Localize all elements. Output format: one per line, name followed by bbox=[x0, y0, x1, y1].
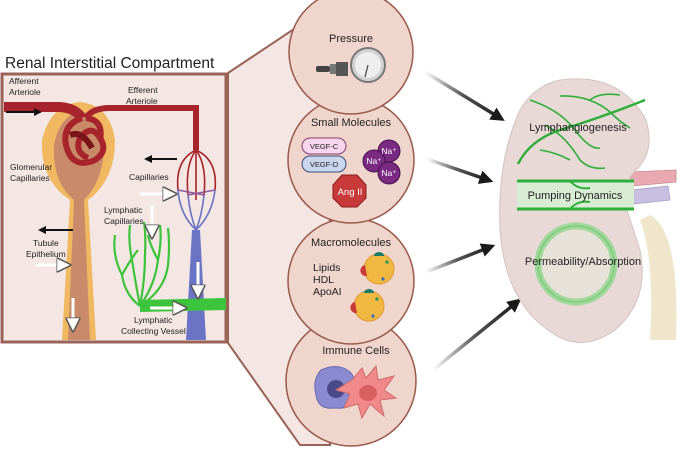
lipoprotein-icon bbox=[350, 252, 395, 322]
svg-text:Na⁺: Na⁺ bbox=[381, 146, 397, 156]
label-glomerular-capillaries-2: Capillaries bbox=[10, 173, 50, 183]
svg-text:VEGF-D: VEGF-D bbox=[310, 160, 339, 169]
effect-lymphangiogenesis: Lymphangiogenesis bbox=[529, 122, 627, 134]
lymphatic-network bbox=[516, 93, 646, 170]
lymphatic-collecting-vessel bbox=[140, 298, 226, 312]
arrow-small-molecules-to-kidney bbox=[426, 157, 494, 184]
immune-cells-icon bbox=[314, 364, 398, 420]
label-efferent-arteriole-2: Arteriole bbox=[126, 96, 158, 106]
factor-title-small-molecules: Small Molecules bbox=[311, 117, 392, 129]
label-lymphatic-collecting: Lymphatic bbox=[134, 315, 173, 325]
macromolecule-lipids: Lipids bbox=[313, 262, 340, 274]
factor-title-pressure: Pressure bbox=[329, 33, 373, 45]
svg-text:Na⁺: Na⁺ bbox=[366, 156, 382, 166]
label-glomerular-capillaries: Glomerular bbox=[10, 162, 52, 172]
pumping-vessel bbox=[517, 179, 634, 211]
label-tubule-epithelium-2: Epithelium bbox=[26, 249, 66, 259]
effect-pumping-dynamics: Pumping Dynamics bbox=[528, 190, 623, 202]
macromolecule-hdl: HDL bbox=[313, 274, 334, 286]
label-afferent-arteriole: Afferent bbox=[9, 76, 39, 86]
svg-text:Na⁺: Na⁺ bbox=[381, 168, 397, 178]
circle-pressure bbox=[288, 0, 414, 115]
peritubular-capillaries bbox=[176, 149, 217, 231]
arrow-pressure-to-kidney bbox=[424, 70, 505, 121]
label-afferent-arteriole-2: Arteriole bbox=[9, 87, 41, 97]
compartment-title: Renal Interstitial Compartment bbox=[5, 55, 215, 72]
tubule-inner bbox=[53, 112, 104, 340]
label-efferent-arteriole: Efferent bbox=[128, 85, 158, 95]
vegf-c-badge: VEGF-C bbox=[301, 137, 347, 155]
factor-title-macromolecules: Macromolecules bbox=[311, 237, 392, 249]
arrow-macromolecules-to-kidney bbox=[425, 243, 496, 274]
svg-text:Ang II: Ang II bbox=[338, 187, 363, 198]
label-lymphatic-capillaries: Lymphatic bbox=[104, 205, 143, 215]
macromolecule-apoai: ApoAI bbox=[313, 286, 342, 298]
label-lymphatic-collecting-2: Collecting Vessel bbox=[121, 326, 186, 336]
label-lymphatic-capillaries-2: Capillaries bbox=[104, 216, 144, 226]
permeability-vessel bbox=[534, 222, 618, 306]
label-tubule-epithelium: Tubule bbox=[33, 238, 59, 248]
svg-text:VEGF-C: VEGF-C bbox=[310, 142, 339, 151]
vegf-d-badge: VEGF-D bbox=[301, 155, 347, 173]
arrow-immune-cells-to-kidney bbox=[431, 298, 522, 372]
label-capillaries: Capillaries bbox=[129, 172, 169, 182]
pressure-gauge-icon bbox=[316, 47, 386, 83]
ang-ii-molecule: Ang II bbox=[332, 174, 367, 208]
sodium-ions: Na⁺ Na⁺ Na⁺ bbox=[362, 139, 401, 185]
effect-permeability-absorption: Permeability/Absorption bbox=[525, 256, 641, 268]
factor-title-immune-cells: Immune Cells bbox=[322, 345, 390, 357]
glomerulus bbox=[62, 115, 107, 166]
